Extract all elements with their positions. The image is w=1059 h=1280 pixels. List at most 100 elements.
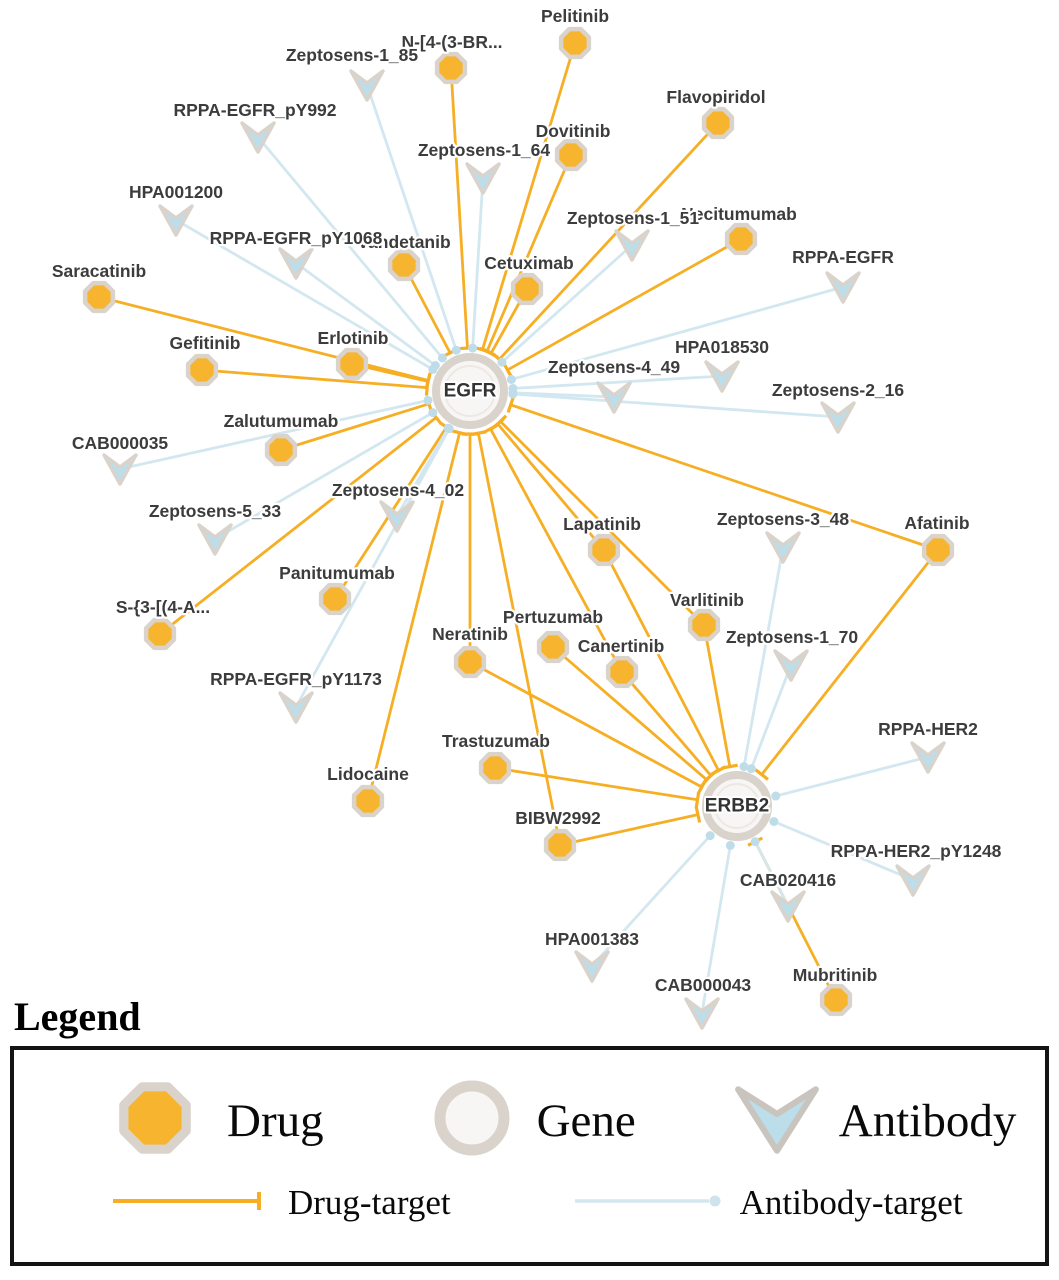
antibody-target-edge-dot — [705, 831, 715, 841]
drug-target-edge-icon — [109, 1188, 274, 1219]
antibody-node-Zeptosens-1_85[interactable] — [349, 69, 385, 102]
node-label: Lapatinib — [563, 514, 641, 534]
drug-node-BIBW2992[interactable] — [543, 828, 577, 862]
drug-node-Varlitinib[interactable] — [687, 608, 721, 642]
node-label: Canertinib — [578, 636, 665, 656]
antibody-node-CAB000043[interactable] — [684, 997, 720, 1030]
drug-node-Afatinib[interactable] — [921, 533, 955, 567]
drug-target-edge — [602, 549, 720, 772]
node-label: Saracatinib — [52, 261, 146, 281]
drug-node-Vandetanib[interactable] — [387, 248, 421, 282]
drug-node-Dovitinib[interactable] — [554, 138, 588, 172]
drug-node-Pertuzumab[interactable] — [536, 630, 570, 664]
antibody-node-Zeptosens-3_48[interactable] — [765, 531, 801, 564]
drug-node-Necitumumab[interactable] — [724, 222, 758, 256]
drug-target-edge-tee — [451, 429, 468, 437]
gene-node-ERBB2[interactable] — [702, 771, 772, 841]
node-label: RPPA-EGFR_pY1068 — [210, 228, 383, 248]
antibody-node-RPPA-EGFR[interactable] — [825, 271, 861, 304]
drug-node-Pelitinib[interactable] — [558, 26, 592, 60]
antibody-node-RPPA-EGFR_pY1068[interactable] — [278, 247, 314, 280]
antibody-node-Zeptosens-4_02[interactable] — [379, 500, 415, 533]
drug-node-S-{3-[(4-A...[interactable] — [143, 617, 177, 651]
antibody-target-edge — [295, 261, 437, 367]
node-label: Mubritinib — [793, 965, 878, 985]
drug-node-Saracatinib[interactable] — [82, 280, 116, 314]
drug-node-Trastuzumab[interactable] — [478, 751, 512, 785]
gene-node-EGFR[interactable] — [432, 353, 508, 429]
node-label: Afatinib — [904, 513, 969, 533]
node-label: Zeptosens-1_85 — [286, 45, 419, 65]
node-label: Erlotinib — [318, 328, 389, 348]
drug-node-Mubritinib[interactable] — [819, 983, 853, 1017]
antibody-node-Zeptosens-2_16[interactable] — [820, 401, 856, 434]
drug-node-Erlotinib[interactable] — [335, 347, 369, 381]
antibody-target-edge — [214, 411, 434, 541]
legend-antibody-target-label: Antibody-target — [739, 1183, 963, 1222]
node-label: Zeptosens-1_51 — [567, 208, 700, 228]
node-label: RPPA-EGFR_pY1173 — [210, 669, 382, 689]
node-label: Necitumumab — [681, 204, 797, 224]
drug-node-Panitumumab[interactable] — [318, 582, 352, 616]
antibody-node-Zeptosens-1_51[interactable] — [614, 229, 650, 262]
drug-target-edge-tee — [424, 373, 432, 390]
antibody-node-Zeptosens-1_64[interactable] — [465, 162, 501, 195]
antibody-node-Zeptosens-1_70[interactable] — [773, 649, 809, 682]
labels-layer: PelitinibN-[4-(3-BR...DovitinibFlavopiri… — [50, 4, 1004, 998]
node-label: RPPA-HER2 — [878, 719, 978, 739]
drug-target-edge — [485, 154, 573, 353]
legend-drug-target-label: Drug-target — [288, 1183, 451, 1222]
antibody-node-CAB020416[interactable] — [770, 890, 806, 923]
node-label: HPA018530 — [675, 337, 769, 357]
drug-target-edge — [496, 422, 606, 551]
antibody-target-edge — [471, 177, 485, 349]
node-label: RPPA-EGFR — [792, 247, 894, 267]
antibody-node-Zeptosens-4_49[interactable] — [596, 381, 632, 414]
antibody-node-RPPA-HER2[interactable] — [910, 741, 946, 774]
drug-node-Lapatinib[interactable] — [587, 533, 621, 567]
antibody-node-CAB000035[interactable] — [102, 453, 138, 486]
drug-node-Neratinib[interactable] — [453, 645, 487, 679]
legend-node-types-row: Drug Gene Antibody — [14, 1072, 1045, 1169]
node-label: CAB000035 — [72, 433, 169, 453]
network-canvas: PelitinibN-[4-(3-BR...DovitinibFlavopiri… — [50, 4, 1004, 1030]
antibody-target-edge — [742, 546, 785, 767]
antibody-target-edge-dot — [739, 762, 749, 772]
antibody-target-edge-dot — [508, 389, 518, 399]
antibody-target-edge-dot — [430, 361, 440, 371]
antibody-node-RPPA-EGFR_pY1173[interactable] — [278, 691, 314, 724]
node-label: Dovitinib — [536, 121, 611, 141]
antibody-node-RPPA-EGFR_pY992[interactable] — [240, 121, 276, 154]
antibody-target-edge — [773, 820, 914, 882]
legend-drug-label: Drug — [227, 1094, 324, 1147]
drug-node-Canertinib[interactable] — [605, 655, 639, 689]
antibody-target-edge — [511, 285, 844, 381]
drug-node-Cetuximab[interactable] — [510, 272, 544, 306]
drug-node-N-[4-(3-BR...[interactable] — [434, 51, 468, 85]
antibody-node-RPPA-HER2_pY1248[interactable] — [895, 864, 931, 897]
drug-node-Lidocaine[interactable] — [351, 784, 385, 818]
node-label: N-[4-(3-BR... — [401, 32, 502, 52]
drug-target-edge — [498, 122, 720, 361]
antibody-target-edge-dot — [506, 374, 516, 384]
legend-box: Drug Gene Antibody Drug-targ — [10, 1046, 1049, 1266]
antibody-node-HPA001200[interactable] — [158, 204, 194, 237]
drug-node-Zalutumumab[interactable] — [264, 433, 298, 467]
gene-node-icon — [429, 1075, 515, 1166]
node-label: S-{3-[(4-A... — [116, 597, 210, 617]
antibody-target-edge — [590, 834, 712, 967]
drug-target-edge — [98, 295, 429, 382]
node-label: Zalutumumab — [224, 411, 339, 431]
antibody-node-HPA018530[interactable] — [704, 360, 740, 393]
node-label: Neratinib — [432, 624, 508, 644]
drug-node-Gefitinib[interactable] — [185, 353, 219, 387]
drug-target-edge — [280, 402, 430, 452]
antibody-target-edge — [753, 840, 790, 907]
antibody-target-edge — [175, 218, 434, 371]
antibody-node-Zeptosens-5_33[interactable] — [197, 523, 233, 556]
node-label: Cetuximab — [484, 253, 573, 273]
antibody-node-HPA001383[interactable] — [574, 950, 610, 983]
drug-target-edge — [476, 432, 562, 846]
drug-node-Flavopiridol[interactable] — [701, 106, 735, 140]
